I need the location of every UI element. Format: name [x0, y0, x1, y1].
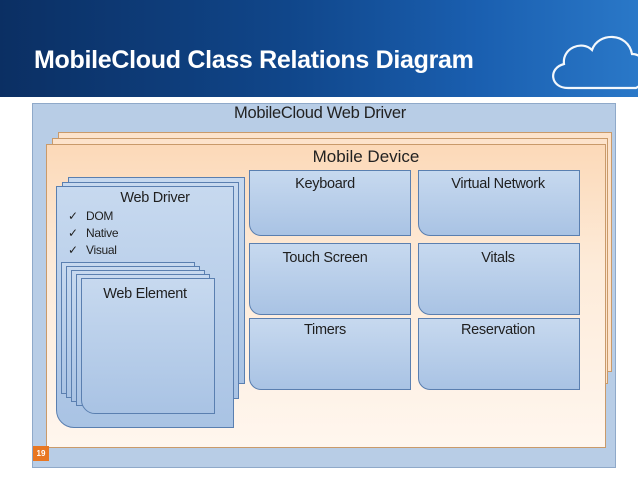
cloud-icon	[552, 35, 638, 90]
reservation-card	[418, 318, 580, 390]
page-number-badge: 19	[33, 446, 49, 461]
web-element-card	[81, 278, 215, 414]
mobile-device-label: Mobile Device	[312, 147, 420, 166]
mobilecloud-web-driver-label: MobileCloud Web Driver	[234, 104, 406, 122]
web-driver-label: Web Driver	[120, 190, 190, 206]
list-item: ✓Native	[68, 226, 119, 240]
check-icon: ✓	[68, 209, 78, 223]
reservation-label: Reservation	[460, 322, 536, 338]
virtual-network-label: Virtual Network	[451, 176, 545, 192]
list-item: ✓DOM	[68, 209, 114, 223]
virtual-network-card	[418, 170, 580, 236]
vitals-label: Vitals	[481, 250, 515, 266]
web-driver-list: ✓DOM ✓Native ✓Visual	[68, 208, 119, 259]
check-icon: ✓	[68, 226, 78, 240]
slide-title: MobileCloud Class Relations Diagram	[34, 46, 474, 74]
touch-screen-label: Touch Screen	[282, 250, 368, 266]
web-element-label: Web Element	[103, 286, 187, 302]
list-item: ✓Visual	[68, 243, 117, 257]
keyboard-card	[249, 170, 411, 236]
timers-label: Timers	[304, 322, 346, 338]
slide-header: MobileCloud Class Relations Diagram	[0, 0, 638, 97]
keyboard-label: Keyboard	[295, 176, 355, 192]
timers-card	[249, 318, 411, 390]
vitals-card	[418, 243, 580, 315]
touch-screen-card	[249, 243, 411, 315]
check-icon: ✓	[68, 243, 78, 257]
